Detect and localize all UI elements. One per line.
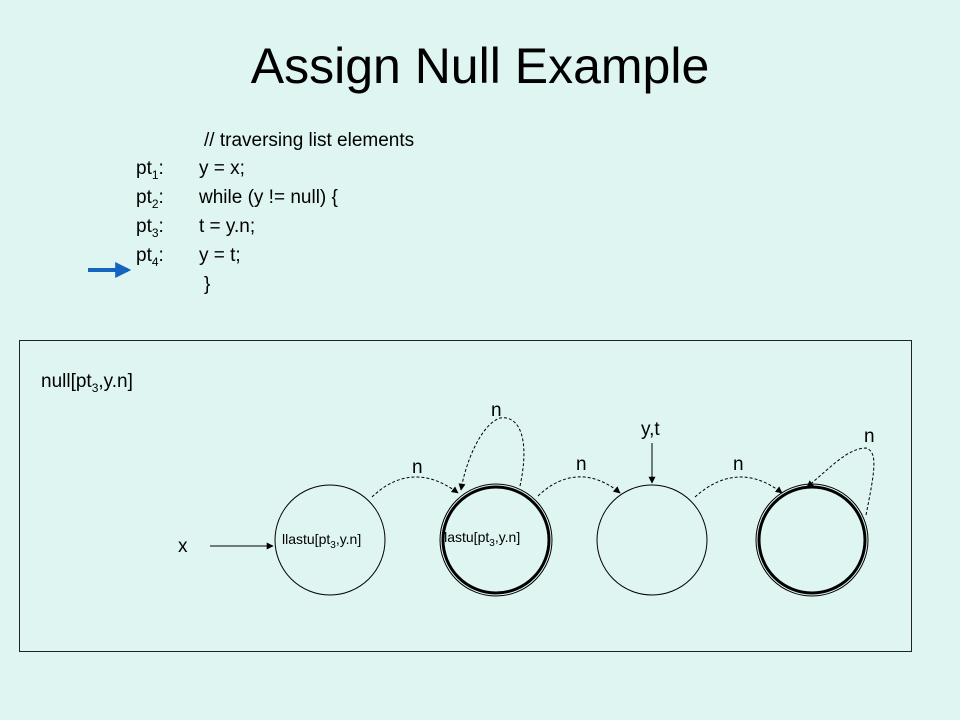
code-line-label-3: pt3: <box>136 216 164 240</box>
edge-n-1-2 <box>371 476 459 498</box>
slide-title: Assign Null Example <box>250 38 710 94</box>
node-3 <box>596 484 708 596</box>
code-closing-brace: } <box>204 274 211 295</box>
yt-variable-label: y,t <box>641 419 660 440</box>
edge-n-2-3 <box>537 476 621 497</box>
diagram-frame <box>19 340 912 652</box>
node-4-outer <box>755 483 869 597</box>
edge-n-4-self <box>806 447 875 516</box>
edge-label-n-2: n <box>491 400 502 421</box>
code-line-stmt-3: t = y.n; <box>199 216 256 237</box>
code-comment: // traversing list elements <box>204 130 415 151</box>
node-2-outer <box>439 483 553 597</box>
node-1-label: llastu[pt3,y.n] <box>282 531 362 551</box>
code-line-label-4: pt4: <box>136 245 164 269</box>
code-line-stmt-4: y = t; <box>199 245 241 266</box>
edge-label-n-3: n <box>576 454 587 475</box>
edge-label-n-1: n <box>412 457 423 478</box>
node-2-label: llastu[pt3,y.n] <box>441 529 521 549</box>
node-4 <box>757 485 867 595</box>
edge-label-n-5: n <box>864 426 875 447</box>
node-2 <box>441 485 551 595</box>
code-line-stmt-2: while (y != null) { <box>199 187 338 208</box>
code-line-label-1: pt1: <box>136 158 164 182</box>
code-line-label-2: pt2: <box>136 187 164 211</box>
edge-n-2-self <box>458 417 525 491</box>
predicate-label: null[pt3,y.n] <box>41 371 133 395</box>
x-variable-label: x <box>178 536 188 557</box>
code-line-stmt-1: y = x; <box>199 158 245 179</box>
node-1 <box>274 484 386 596</box>
edge-label-n-4: n <box>733 454 744 475</box>
edge-n-3-4 <box>694 476 783 498</box>
